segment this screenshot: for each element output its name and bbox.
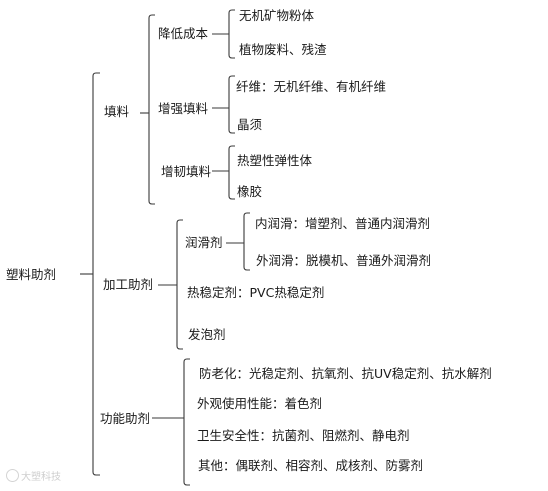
node-reinforcing-filler: 增强填料 (158, 101, 209, 116)
leaf-others: 其他：偶联剂、相容剂、成核剂、防雾剂 (198, 458, 424, 473)
sub-bracket-cost (228, 9, 235, 59)
watermark-text: 大塑科技 (21, 472, 61, 483)
sub-bracket-toughen (228, 145, 235, 200)
node-lubricant: 润滑剂 (185, 235, 223, 250)
node-fillers: 填料 (104, 104, 130, 119)
leaf-external-lubrication: 外润滑：脱模机、普通外润滑剂 (256, 253, 432, 268)
watermark: 大塑科技 (6, 468, 61, 483)
node-cost-reduction: 降低成本 (158, 26, 209, 41)
leaf-plant-waste: 植物废料、残渣 (239, 42, 327, 57)
root-bracket (92, 72, 100, 476)
leaf-rubber: 橡胶 (237, 184, 263, 199)
leaf-thermoplastic-elastomer: 热塑性弹性体 (237, 153, 313, 168)
node-functional-aids: 功能助剂 (100, 411, 151, 426)
group-bracket-processing (176, 219, 183, 350)
node-processing-aids: 加工助剂 (103, 277, 154, 292)
leaf-whiskers: 晶须 (237, 117, 263, 132)
leaf-foaming-agent: 发泡剂 (188, 327, 226, 342)
watermark-logo-icon (6, 469, 19, 482)
group-bracket-fillers (148, 14, 155, 205)
leaf-mineral-powder: 无机矿物粉体 (239, 8, 315, 23)
leaf-fibers: 纤维：无机纤维、有机纤维 (236, 79, 387, 94)
leaf-heat-stabilizer: 热稳定剂：PVC热稳定剂 (187, 285, 325, 300)
leaf-hygiene-safety: 卫生安全性：抗菌剂、阻燃剂、静电剂 (197, 428, 410, 443)
node-root: 塑料助剂 (6, 267, 57, 282)
leaf-internal-lubrication: 内润滑：增塑剂、普通内润滑剂 (255, 216, 431, 231)
leaf-anti-aging: 防老化：光稳定剂、抗氧剂、抗UV稳定剂、抗水解剂 (199, 366, 492, 381)
sub-bracket-lubricant (243, 212, 250, 271)
group-bracket-functional (183, 358, 190, 486)
sub-bracket-reinforce (228, 75, 235, 134)
node-toughening-filler: 增韧填料 (161, 164, 212, 179)
leaf-appearance: 外观使用性能：着色剂 (197, 396, 323, 411)
